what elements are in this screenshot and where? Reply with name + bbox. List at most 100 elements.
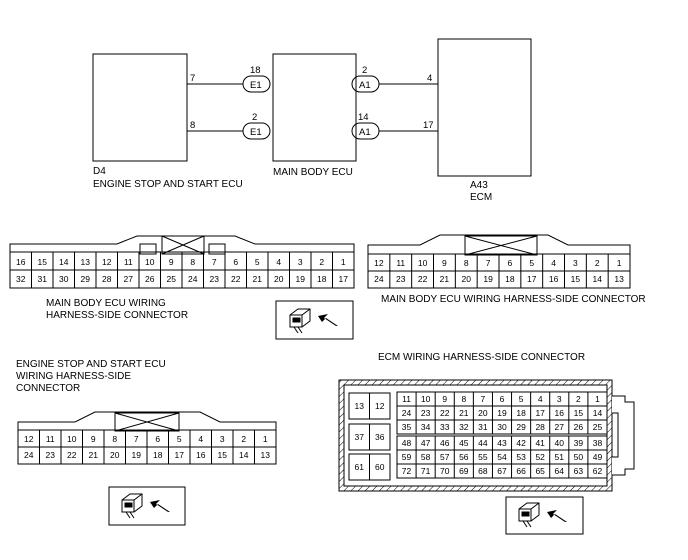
pin-label: 29 (516, 422, 526, 432)
ecm-a43-title: ECM WIRING HARNESS-SIDE CONNECTOR (378, 352, 585, 363)
pin-label: 27 (555, 422, 565, 432)
pin-label: 10 (418, 258, 428, 268)
pin-label: 42 (516, 438, 526, 448)
engine-d4-title-3: CONNECTOR (16, 383, 80, 394)
pin-label: 9 (442, 258, 447, 268)
d4-code: D4 (93, 166, 106, 177)
pin-label: 53 (516, 452, 526, 462)
pin-label: 31 (478, 422, 488, 432)
pin-label: 50 (574, 452, 584, 462)
pin-label: 30 (497, 422, 507, 432)
pin-label: 67 (497, 466, 507, 476)
pin-label: 5 (255, 257, 260, 267)
pin-label: 21 (459, 408, 469, 418)
pin-label: 63 (574, 466, 584, 476)
pin-label: 24 (402, 408, 412, 418)
pin-label: 11 (46, 434, 55, 444)
pin-label: 70 (440, 466, 450, 476)
pin-label: 66 (516, 466, 526, 476)
mbecu-e1-key (139, 235, 226, 255)
pin-label: 23 (396, 274, 406, 284)
connector-view-icon-1 (275, 300, 354, 340)
pin-label: 12 (375, 401, 385, 411)
pin-label: 14 (593, 408, 603, 418)
pin-label: 51 (555, 452, 565, 462)
pin-label: 22 (67, 450, 77, 460)
engine-d4-connector (17, 411, 277, 465)
pin-label: 3 (298, 257, 303, 267)
pin-label: 13 (261, 450, 271, 460)
pin-label: 18 (317, 274, 327, 284)
mbecu-e1-title-1: MAIN BODY ECU WIRING (46, 298, 166, 309)
pin-label: 15 (571, 274, 581, 284)
ecm-pin-17: 17 (423, 120, 434, 131)
pin-label: 18 (505, 274, 515, 284)
schematic (92, 38, 532, 177)
pin-label: 1 (341, 257, 346, 267)
pin-label: 12 (102, 257, 112, 267)
pin-label: 20 (462, 274, 472, 284)
pin-label: 12 (374, 258, 384, 268)
mbecu-e1-connector (9, 235, 355, 289)
pin-label: 2 (319, 257, 324, 267)
pin-label: 13 (355, 401, 365, 411)
pin-label: 29 (81, 274, 91, 284)
e1-label-bottom: E1 (250, 127, 262, 138)
pin-label: 37 (355, 432, 365, 442)
pin-label: 23 (421, 408, 431, 418)
pin-label: 19 (483, 274, 493, 284)
pin-label: 12 (24, 434, 34, 444)
pin-label: 24 (24, 450, 34, 460)
pin-label: 4 (198, 434, 203, 444)
pin-label: 24 (374, 274, 384, 284)
pin-label: 61 (355, 462, 365, 472)
pin-label: 19 (132, 450, 142, 460)
pin-label: 24 (188, 274, 198, 284)
pin-label: 20 (478, 408, 488, 418)
pin-label: 40 (555, 438, 565, 448)
pin-label: 21 (440, 274, 450, 284)
pin-label: 43 (497, 438, 507, 448)
e1-pin-18: 18 (250, 65, 261, 76)
engine-d4-key (114, 412, 180, 432)
pin-label: 6 (233, 257, 238, 267)
pin-label: 62 (593, 466, 603, 476)
pin-label: 17 (535, 408, 545, 418)
pin-label: 69 (459, 466, 469, 476)
pin-label: 17 (175, 450, 185, 460)
pin-label: 38 (593, 438, 603, 448)
pin-block (396, 391, 608, 435)
pin-label: 25 (167, 274, 177, 284)
pin-label: 13 (81, 257, 91, 267)
pin-label: 27 (124, 274, 134, 284)
pin-label: 16 (16, 257, 26, 267)
pin-label: 11 (396, 258, 405, 268)
e1-pin-2: 2 (252, 112, 257, 123)
mbecu-e1-title-2: HARNESS-SIDE CONNECTOR (46, 310, 188, 321)
pin-label: 21 (253, 274, 263, 284)
pin-label: 10 (67, 434, 77, 444)
pin-label: 8 (461, 394, 466, 404)
pin-label: 34 (421, 422, 431, 432)
pin-label: 8 (464, 258, 469, 268)
pin-label: 13 (614, 274, 624, 284)
pin-label: 49 (593, 452, 603, 462)
pin-label: 5 (529, 258, 534, 268)
pin-label: 15 (218, 450, 228, 460)
pin-label: 19 (296, 274, 306, 284)
pin-label: 18 (153, 450, 163, 460)
pin-label: 5 (177, 434, 182, 444)
a43-name: ECM (470, 192, 492, 203)
ecm-pin-4: 4 (427, 73, 432, 84)
pin-label: 28 (102, 274, 112, 284)
pin-label: 21 (89, 450, 99, 460)
ecm-a43-connector (338, 379, 635, 492)
pin-label: 16 (196, 450, 206, 460)
pin-label: 28 (535, 422, 545, 432)
connector-e1-bottom (242, 122, 271, 140)
pin-label: 7 (486, 258, 491, 268)
pin-label: 35 (402, 422, 412, 432)
pin-label: 58 (421, 452, 431, 462)
pin-label: 2 (576, 394, 581, 404)
